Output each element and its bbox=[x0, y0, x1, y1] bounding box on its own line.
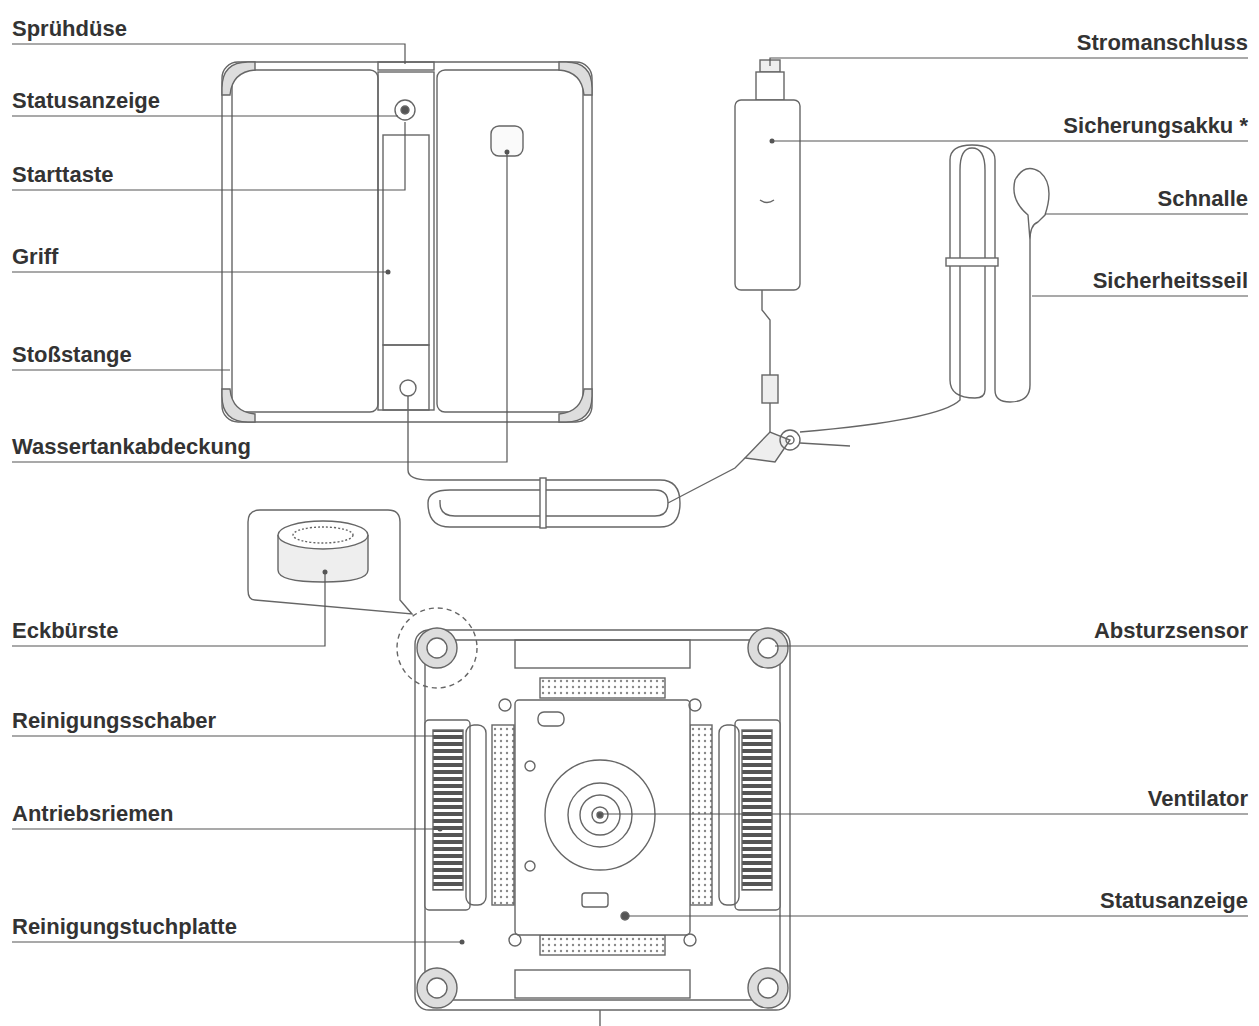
part-label: Reinigungstuchplatte bbox=[12, 914, 237, 940]
part-label: Statusanzeige bbox=[1100, 888, 1248, 914]
part-label: Eckbürste bbox=[12, 618, 118, 644]
part-label: Sicherheitsseil bbox=[1093, 268, 1248, 294]
leader-lines bbox=[12, 44, 1248, 942]
part-label: Griff bbox=[12, 244, 58, 270]
part-label: Reinigungsschaber bbox=[12, 708, 216, 734]
part-label: Stoßstange bbox=[12, 342, 132, 368]
part-label: Sicherungsakku * bbox=[1063, 113, 1248, 139]
part-label: Ventilator bbox=[1148, 786, 1248, 812]
part-label: Schnalle bbox=[1158, 186, 1248, 212]
part-label: Stromanschluss bbox=[1077, 30, 1248, 56]
part-label: Wassertankabdeckung bbox=[12, 434, 251, 460]
part-label: Starttaste bbox=[12, 162, 113, 188]
robot-underside bbox=[415, 630, 790, 1010]
part-label: Antriebsriemen bbox=[12, 801, 173, 827]
part-label: Statusanzeige bbox=[12, 88, 160, 114]
part-label: Absturzsensor bbox=[1094, 618, 1248, 644]
part-label: Sprühdüse bbox=[12, 16, 127, 42]
